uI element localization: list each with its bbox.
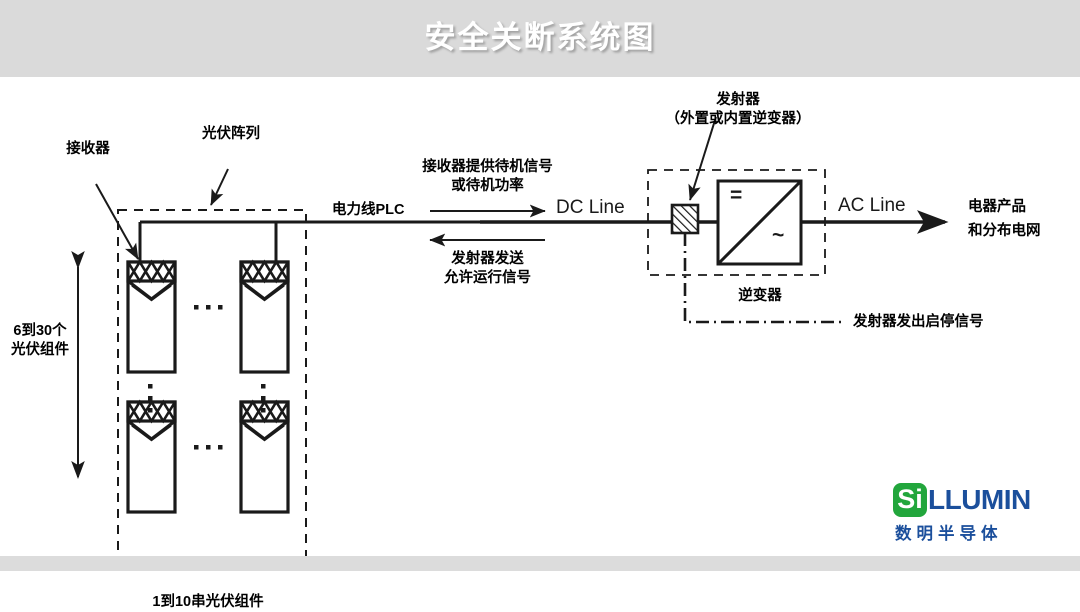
label-dc-line: DC Line — [556, 197, 625, 218]
diagram-canvas: 光伏阵列 接收器 6到30个 光伏组件 1到10串光伏组件 电力线PLC 接收器… — [0, 77, 1080, 610]
label-string-count: 1到10串光伏组件 — [152, 594, 264, 610]
pv-module-bottom-left — [126, 399, 177, 514]
pv-module-top-right — [239, 259, 290, 374]
logo-wordmark: LLUMIN — [928, 484, 1031, 515]
pv-bus-wiring — [138, 220, 480, 262]
pv-array-leader — [210, 168, 229, 206]
page-title: 安全关断系统图 — [424, 20, 656, 55]
label-reverse-signal-line2: 允许运行信号 — [444, 270, 531, 286]
label-transmitter-line2: （外置或内置逆变器） — [665, 111, 811, 127]
vertical-ellipsis-left — [148, 384, 153, 413]
logo-wordmark-row: Si LLUMIN — [893, 482, 1058, 518]
label-module-count-line1: 6到30个 — [13, 323, 67, 339]
logo-subtitle: 数明半导体 — [895, 525, 1003, 543]
receiver-leader — [95, 183, 139, 260]
label-plc: 电力线PLC — [332, 202, 405, 218]
label-receiver: 接收器 — [66, 141, 110, 157]
inverter-dc-symbol: = — [730, 184, 743, 207]
pv-module-top-left — [126, 259, 177, 374]
transmitter-block — [670, 203, 700, 235]
title-banner: 安全关断系统图 — [0, 0, 1080, 77]
label-start-stop-signal: 发射器发出启停信号 — [853, 314, 984, 330]
label-forward-signal-line1: 接收器提供待机信号 — [422, 159, 553, 175]
inverter-ac-symbol: ~ — [772, 224, 785, 247]
label-module-count-line2: 光伏组件 — [11, 342, 69, 358]
label-transmitter-line1: 发射器 — [716, 92, 760, 108]
sillumin-mark-icon: Si — [893, 483, 927, 517]
logo-mark-text: Si — [897, 484, 923, 514]
vertical-ellipsis-right — [261, 384, 266, 413]
pv-module-bottom-right — [239, 399, 290, 514]
label-pv-array: 光伏阵列 — [202, 126, 260, 142]
label-grid-line2: 和分布电网 — [968, 223, 1041, 239]
label-grid-line1: 电器产品 — [968, 199, 1026, 215]
footer-bar — [0, 556, 1080, 571]
label-ac-line: AC Line — [838, 195, 906, 216]
safety-shutdown-diagram — [71, 116, 949, 586]
horizontal-ellipsis-top — [194, 305, 223, 310]
label-reverse-signal-line1: 发射器发送 — [451, 251, 524, 267]
transmitter-leader — [688, 116, 717, 201]
start-stop-control-line — [683, 233, 845, 324]
horizontal-ellipsis-bottom — [194, 445, 223, 450]
label-inverter: 逆变器 — [738, 288, 782, 304]
company-logo: Si LLUMIN 数明半导体 — [893, 482, 1058, 543]
inverter-symbol — [716, 179, 803, 266]
label-forward-signal-line2: 或待机功率 — [451, 178, 524, 194]
